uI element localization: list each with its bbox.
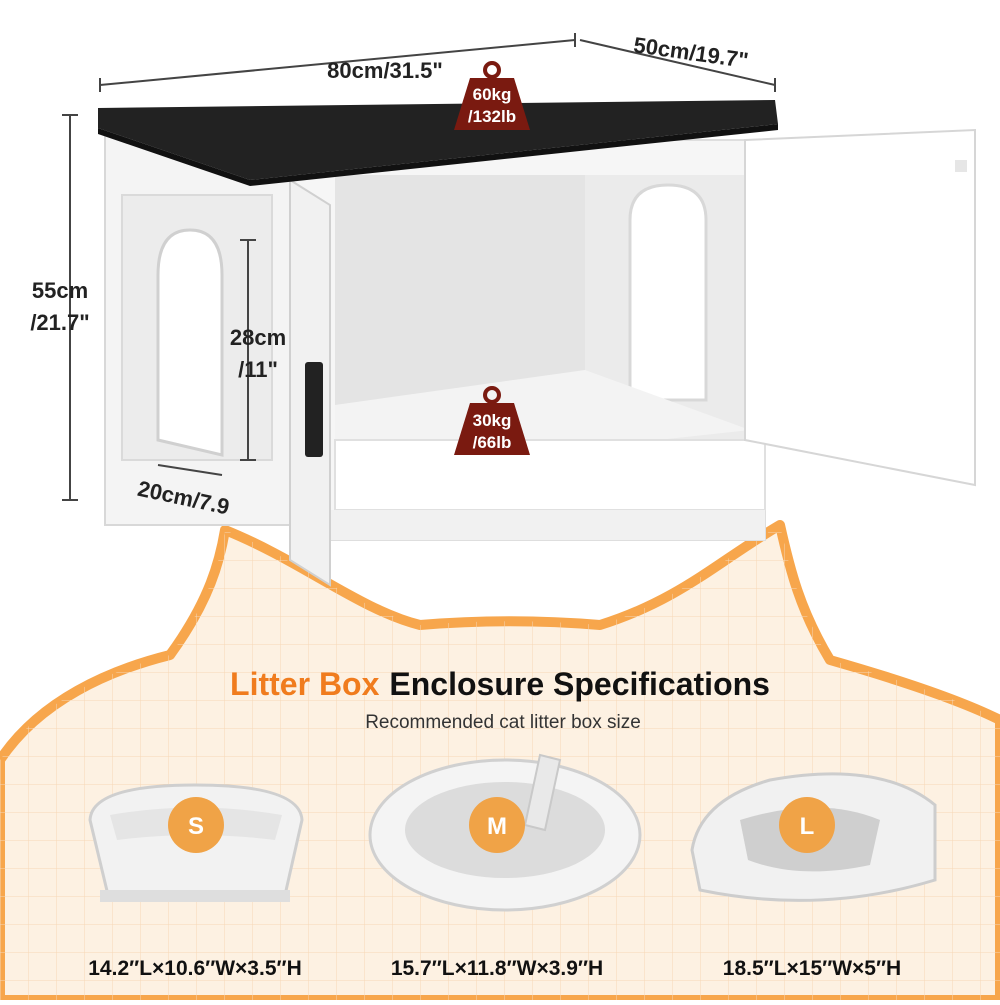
svg-text:M: M	[487, 813, 507, 840]
cabinet-base	[334, 439, 766, 511]
svg-text:L: L	[800, 813, 815, 840]
size-badge-m: M	[469, 797, 525, 853]
page-subtitle: Recommended cat litter box size	[365, 712, 641, 733]
interior-back-wall	[335, 175, 585, 405]
shelf-weight-lb: /66lb	[473, 433, 512, 452]
top-weight-kg: 60kg	[473, 85, 512, 104]
size-badge-s: S	[168, 797, 224, 853]
size-badge-l: L	[779, 797, 835, 853]
opening-height-cm: 28cm	[230, 325, 286, 350]
spec-small: 14.2′′L×10.6′′W×3.5′′H	[88, 957, 302, 980]
back-arch-opening	[628, 183, 708, 402]
litter-scoop	[523, 753, 562, 832]
cabinet-plinth	[290, 510, 765, 540]
right-door	[744, 128, 976, 487]
opening-height-in: /11"	[238, 357, 278, 382]
title-rest: Enclosure Specifications	[389, 666, 770, 702]
title-accent: Litter Box	[230, 666, 380, 702]
top-weight-lb: /132lb	[468, 107, 516, 126]
spec-large: 18.5′′L×15′′W×5′′H	[723, 957, 901, 980]
cabinet-top	[98, 100, 778, 180]
side-arch-opening	[156, 228, 224, 457]
door-latch	[955, 160, 967, 172]
top-weight-badge: 60kg /132lb	[454, 61, 530, 130]
shelf-weight-kg: 30kg	[473, 411, 512, 430]
dimension-lines	[62, 33, 776, 501]
spec-medium: 15.7′′L×11.8′′W×3.9′′H	[391, 957, 603, 980]
width-dimension: 80cm/31.5"	[327, 58, 443, 83]
depth-dimension: 50cm/19.7"	[632, 32, 750, 73]
shelf-weight-badge: 30kg /66lb	[454, 386, 530, 455]
height-dimension-cm: 55cm	[32, 278, 88, 303]
svg-text:S: S	[188, 813, 204, 840]
height-dimension-in: /21.7"	[30, 310, 89, 335]
door-handle	[305, 362, 323, 457]
